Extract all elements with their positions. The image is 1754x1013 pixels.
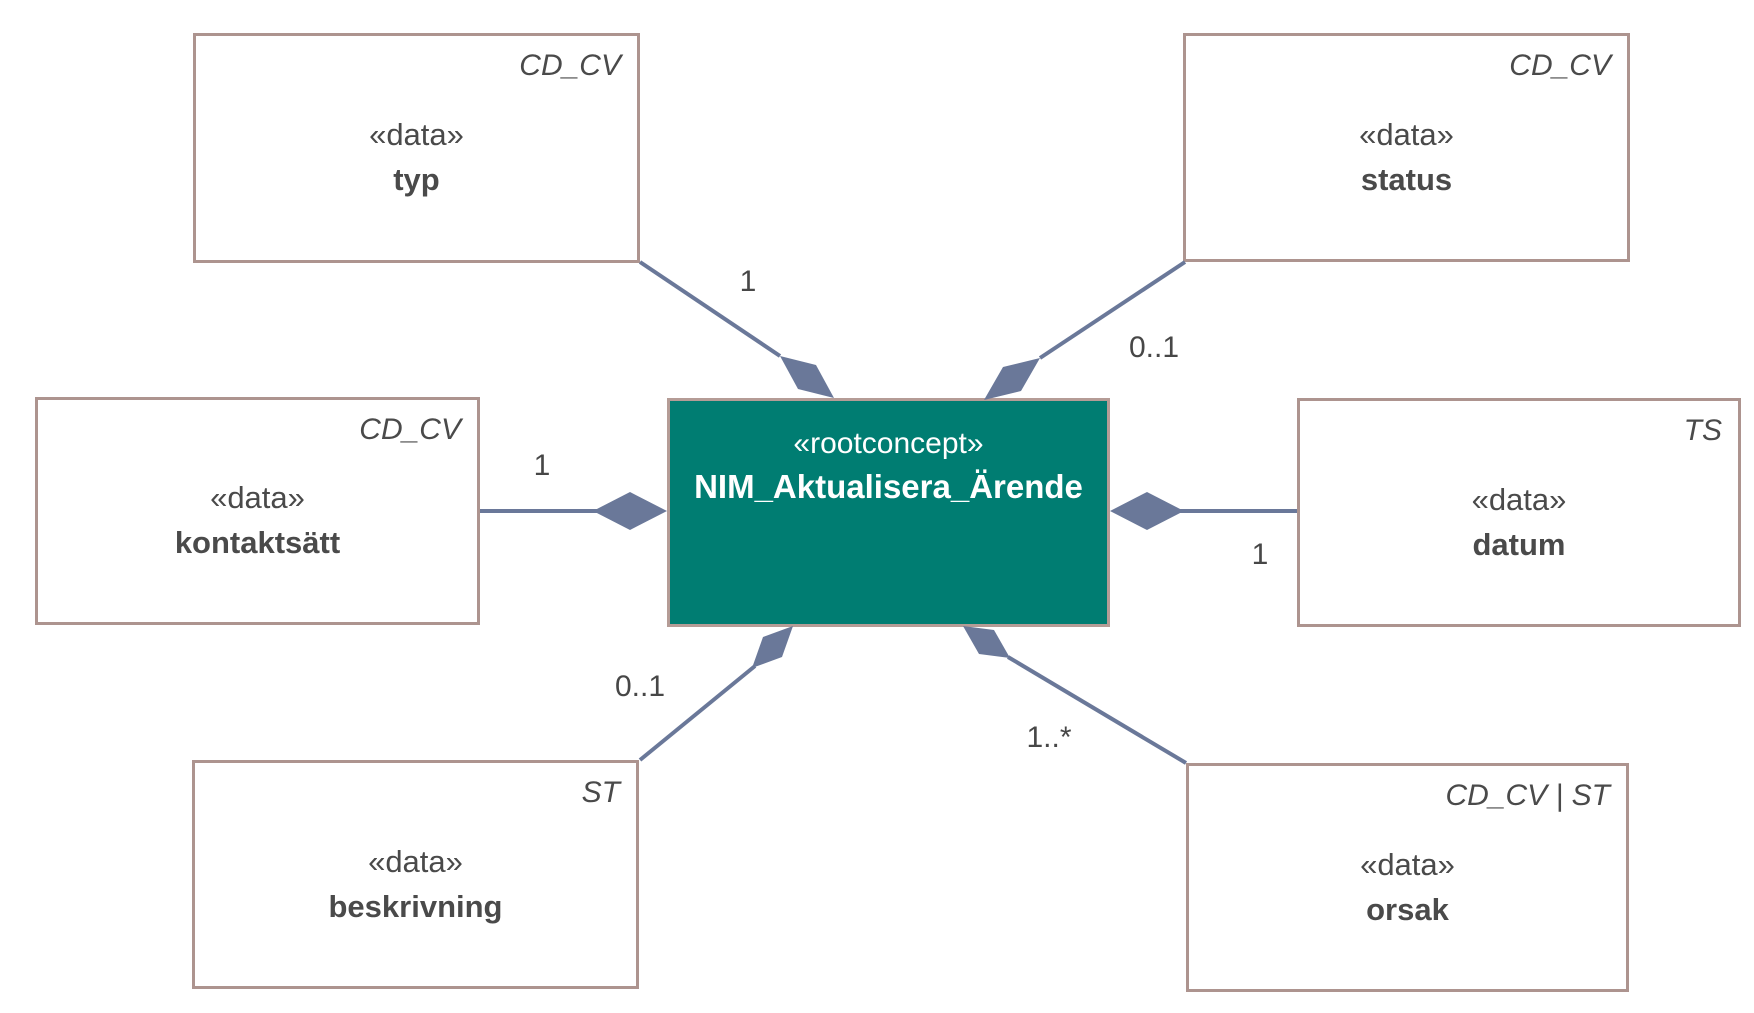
entity-kontaktsatt[interactable]: CD_CV «data» kontaktsätt bbox=[35, 397, 480, 625]
multiplicity-beskrivning: 0..1 bbox=[614, 670, 666, 703]
entity-typ-stereotype: «data» bbox=[369, 117, 464, 152]
entity-status-text: «data» status bbox=[1359, 112, 1454, 202]
root-name: NIM_Aktualisera_Ärende bbox=[694, 468, 1083, 505]
aggregation-diamond-status bbox=[984, 358, 1040, 400]
entity-orsak-stereotype: «data» bbox=[1360, 846, 1455, 882]
entity-kontaktsatt-text: «data» kontaktsätt bbox=[175, 475, 340, 565]
entity-status[interactable]: CD_CV «data» status bbox=[1183, 33, 1630, 262]
entity-orsak-type-label: CD_CV | ST bbox=[1445, 779, 1611, 812]
entity-datum[interactable]: TS «data» datum bbox=[1297, 398, 1741, 627]
entity-orsak-text: «data» orsak bbox=[1360, 842, 1455, 932]
entity-orsak-name: orsak bbox=[1366, 891, 1449, 927]
entity-kontaktsatt-type-label: CD_CV bbox=[359, 413, 461, 446]
aggregation-diamond-kontaktsatt bbox=[593, 492, 667, 530]
multiplicity-typ: 1 bbox=[739, 265, 757, 298]
aggregation-diamond-datum bbox=[1110, 492, 1184, 530]
entity-status-name: status bbox=[1360, 161, 1453, 197]
multiplicity-status: 0..1 bbox=[1128, 331, 1180, 364]
entity-beskrivning-text: «data» beskrivning bbox=[329, 839, 503, 929]
root-concept-node[interactable]: «rootconcept» NIM_Aktualisera_Ärende bbox=[667, 398, 1110, 627]
aggregation-diamond-beskrivning bbox=[752, 626, 793, 668]
entity-beskrivning-name: beskrivning bbox=[328, 888, 503, 924]
entity-beskrivning-stereotype: «data» bbox=[368, 843, 463, 879]
entity-datum-name: datum bbox=[1472, 526, 1566, 562]
entity-datum-text: «data» datum bbox=[1472, 477, 1567, 567]
entity-beskrivning[interactable]: ST «data» beskrivning bbox=[192, 760, 639, 989]
entity-kontaktsatt-name: kontaktsätt bbox=[174, 525, 341, 560]
entity-status-type-label: CD_CV bbox=[1509, 49, 1611, 82]
entity-typ[interactable]: CD_CV «data» typ bbox=[193, 33, 640, 263]
entity-datum-stereotype: «data» bbox=[1471, 481, 1567, 517]
connector-typ-line bbox=[638, 260, 782, 358]
aggregation-diamond-orsak bbox=[963, 626, 1010, 658]
aggregation-diamond-typ bbox=[780, 356, 834, 398]
entity-typ-name: typ bbox=[393, 162, 440, 197]
multiplicity-datum: 1 bbox=[1251, 538, 1269, 571]
root-stereotype: «rootconcept» bbox=[793, 427, 984, 460]
entity-status-stereotype: «data» bbox=[1359, 116, 1454, 152]
entity-typ-text: «data» typ bbox=[369, 112, 464, 202]
multiplicity-kontaktsatt: 1 bbox=[533, 449, 551, 482]
entity-orsak[interactable]: CD_CV | ST «data» orsak bbox=[1186, 763, 1629, 992]
entity-kontaktsatt-stereotype: «data» bbox=[210, 480, 305, 515]
entity-datum-type-label: TS bbox=[1683, 414, 1722, 447]
multiplicity-orsak: 1..* bbox=[1026, 721, 1072, 754]
entity-beskrivning-type-label: ST bbox=[581, 776, 620, 809]
entity-typ-type-label: CD_CV bbox=[519, 49, 621, 82]
